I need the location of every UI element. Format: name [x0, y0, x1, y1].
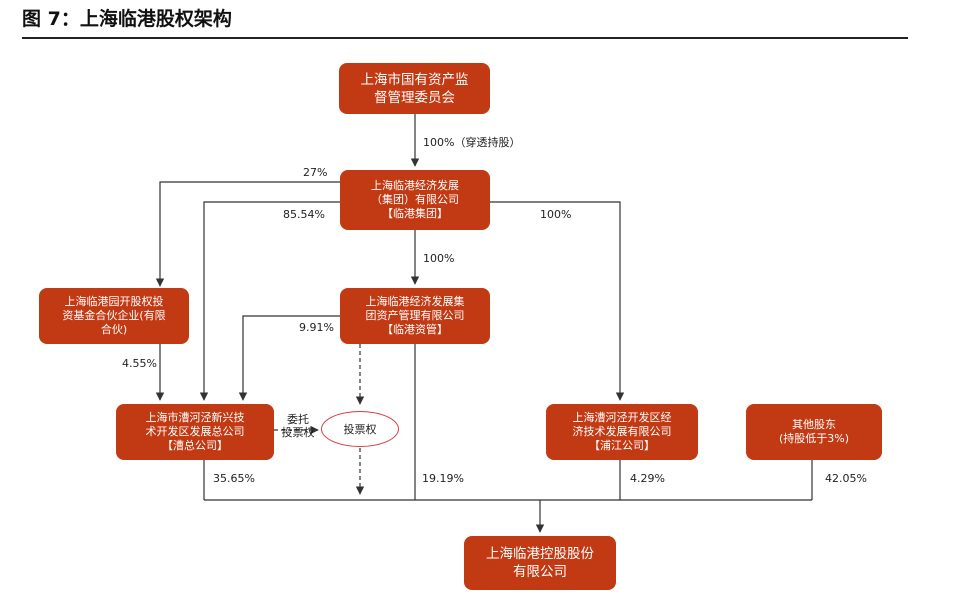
label-group-caohejing: 85.54%	[283, 208, 325, 221]
node-sasac: 上海市国有资产监 督管理委员会	[339, 63, 490, 114]
edge-group-pujiang	[490, 201, 625, 401]
node-other-shareholders: 其他股东 (持股低于3%)	[746, 404, 882, 460]
node-lingang-group: 上海临港经济发展 （集团）有限公司 【临港集团】	[340, 170, 490, 230]
label-asset-target: 19.19%	[422, 472, 464, 485]
entrust-label: 委托 投票权	[281, 413, 315, 439]
label-fund-caohejing: 4.55%	[122, 357, 157, 370]
label-group-asset: 100%	[423, 252, 455, 265]
label-group-fund: 27%	[303, 166, 328, 179]
label-asset-caohejing: 9.91%	[299, 321, 334, 334]
edge-group-caohejing	[199, 201, 340, 401]
label-pujiang-target: 4.29%	[630, 472, 665, 485]
vote-right-ellipse: 投票权	[321, 411, 399, 447]
title-rule	[22, 37, 908, 39]
edge-asset-caohejing	[238, 315, 340, 401]
figure-title: 图 7：上海临港股权架构	[22, 8, 232, 30]
node-caohejing: 上海市漕河泾新兴技 术开发区发展总公司 【漕总公司】	[116, 404, 274, 460]
node-asset-mgmt: 上海临港经济发展集 团资产管理有限公司 【临港资管】	[340, 288, 490, 344]
edge-group-fund	[155, 181, 340, 287]
node-pujiang: 上海漕河泾开发区经 济技术发展有限公司 【浦江公司】	[546, 404, 698, 460]
node-fund: 上海临港园开股权投 资基金合伙企业(有限 合伙)	[39, 288, 189, 344]
label-others-target: 42.05%	[825, 472, 867, 485]
node-lingang-holdings: 上海临港控股股份 有限公司	[464, 536, 616, 590]
label-caohejing-target: 35.65%	[213, 472, 255, 485]
label-group-pujiang: 100%	[540, 208, 572, 221]
label-sasac-group: 100%（穿透持股）	[423, 136, 521, 149]
